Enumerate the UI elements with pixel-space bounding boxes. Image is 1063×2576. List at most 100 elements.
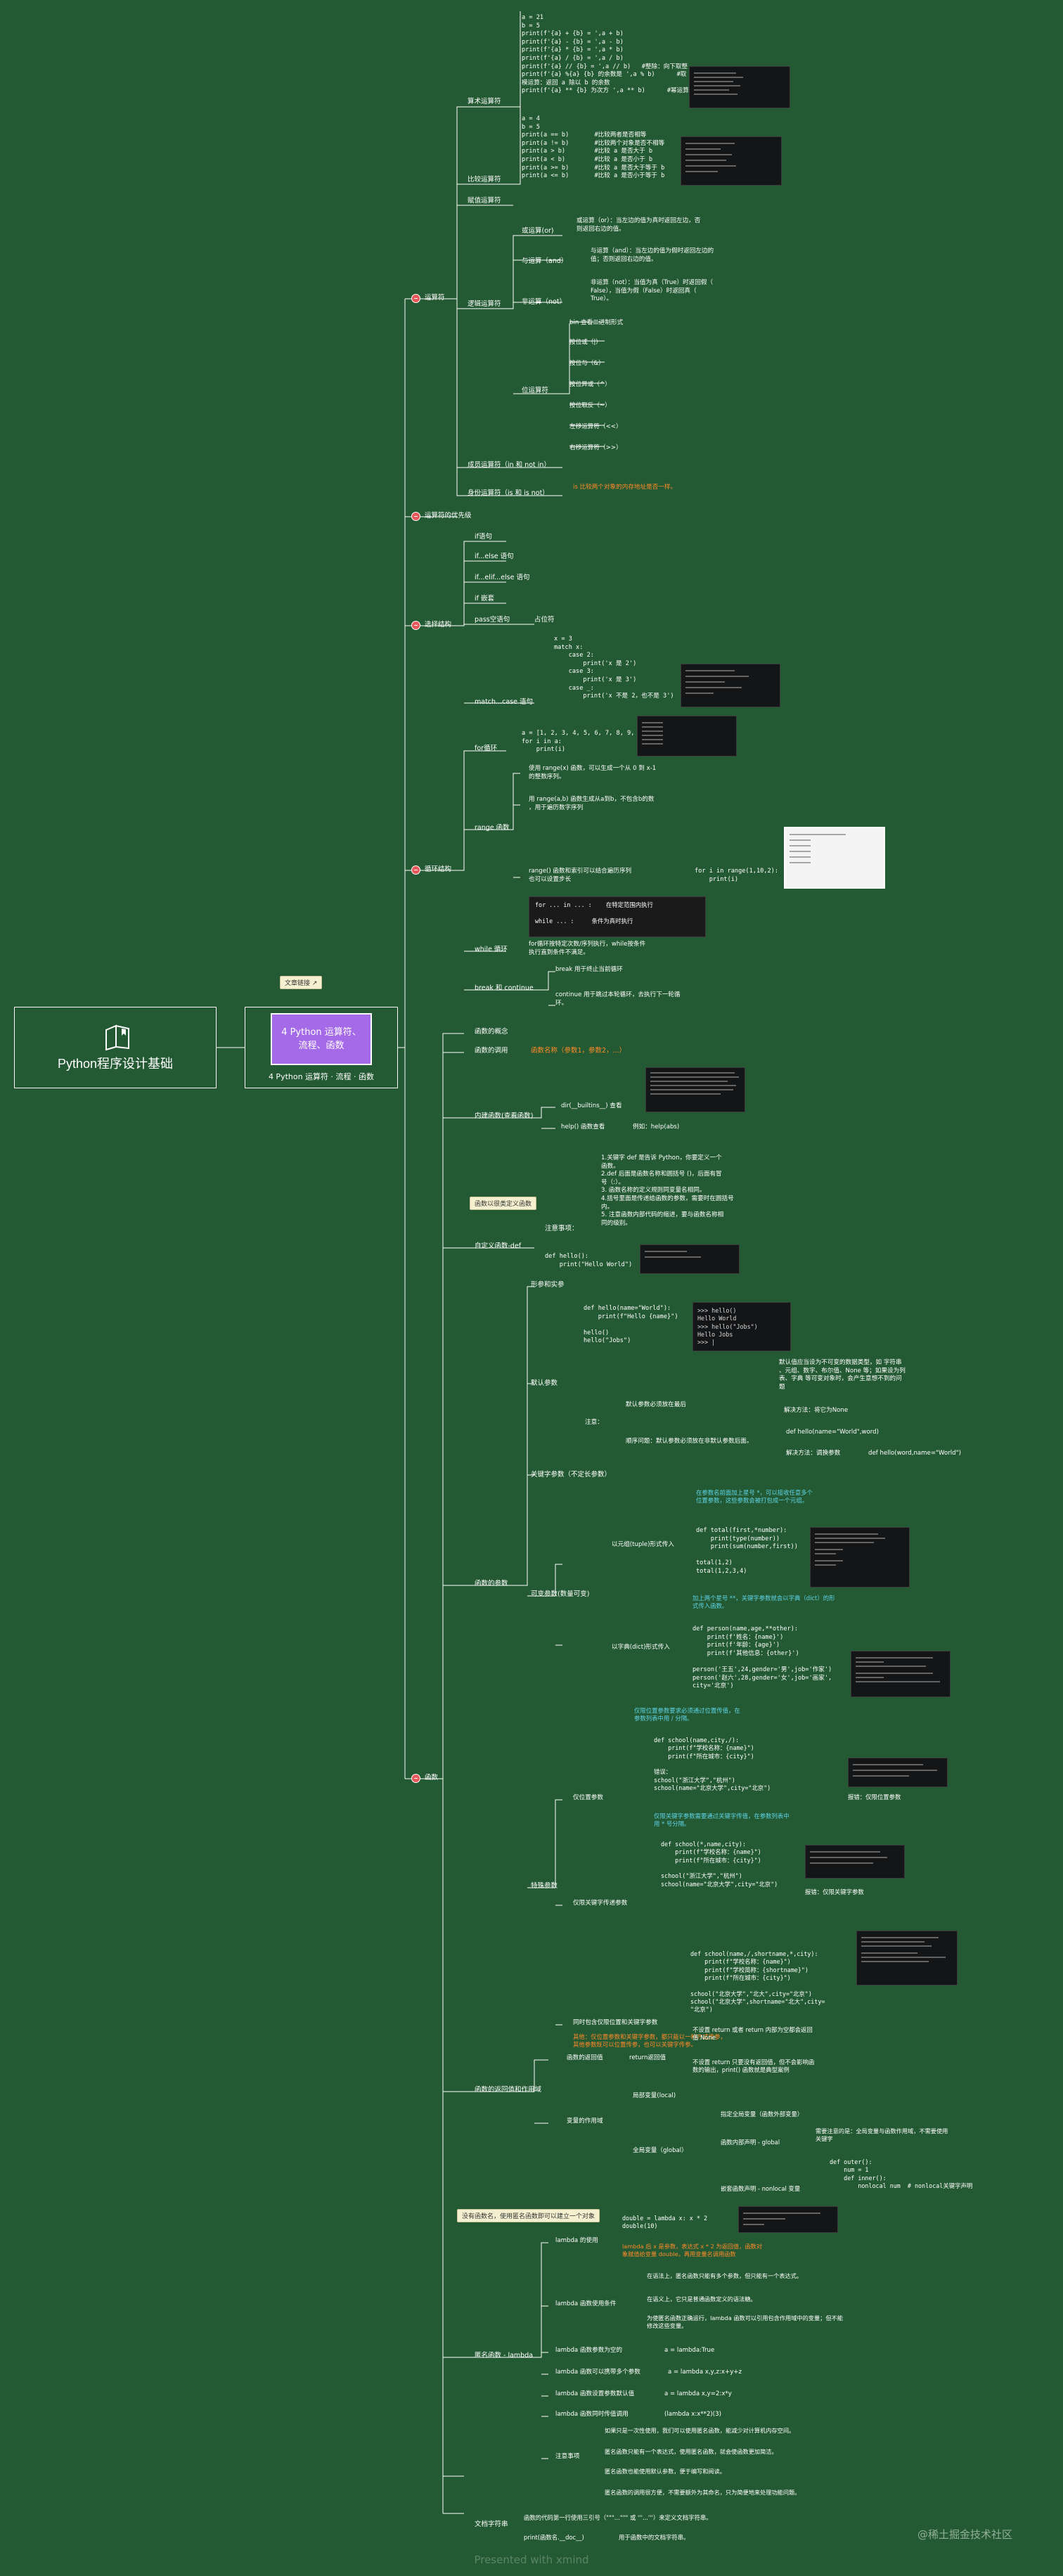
collapse-dot-icon[interactable] [411, 621, 420, 630]
dict-desc: 加上两个星号 **，关键字参数就会以字典（dict）的形 式传入函数。 [692, 1595, 835, 1610]
selection-if-nested[interactable]: if 嵌套 [475, 595, 495, 603]
presented-with-xmind: Presented with xmind [474, 2554, 589, 2566]
collapse-dot-icon[interactable] [411, 512, 420, 521]
hello-screenshot [640, 1244, 740, 1274]
lambda-cond-item: 在语法上，匿名函数只能有多个参数，但只能有一个表达式。 [647, 2272, 803, 2279]
bit-item: 按位异或（^） [569, 381, 611, 388]
arithmetic-operators[interactable]: 算术运算符 [468, 98, 501, 105]
article-link-tag[interactable]: 文章链接 ↗ [280, 976, 323, 989]
define-notes-label: 注意事项： [545, 1225, 579, 1232]
logical-operators[interactable]: 逻辑运算符 [468, 300, 501, 308]
mixed-params[interactable]: 同时包含仅限位置和关键字参数 [573, 2019, 658, 2026]
branch-loops[interactable]: 循环结构 [425, 865, 452, 873]
comparison-operators[interactable]: 比较运算符 [468, 176, 501, 183]
for-screenshot [637, 716, 737, 756]
func-params[interactable]: 函数的参数 [475, 1580, 508, 1588]
logical-or[interactable]: 或运算(or) [522, 227, 554, 235]
return-value[interactable]: 函数的返回值 [567, 2054, 603, 2061]
range-screenshot [784, 827, 885, 889]
lambda-direct[interactable]: lambda 函数同时传值调用 [555, 2411, 629, 2418]
loop-break-continue[interactable]: break 和 continue [475, 984, 534, 992]
logical-and[interactable]: 与运算（and） [522, 257, 568, 265]
define-note-tag: 函数以很类定义函数 [470, 1197, 537, 1210]
docstring-item: print(函数名.__doc__) [524, 2534, 584, 2541]
positional-only[interactable]: 仅位置参数 [573, 1794, 603, 1801]
func-anonymous[interactable]: 匿名函数 - lambda [475, 2352, 534, 2359]
selection-if[interactable]: if语句 [475, 533, 492, 541]
return-item: 不设置 return 只要没有返回值，但不会影响函 数的输出，print() 函… [692, 2059, 815, 2074]
collapse-dot-icon[interactable] [411, 865, 420, 875]
lambda-note-item: 如果只是一次性使用，我们可以使用匿名函数，能减少对计算机内存空间。 [605, 2427, 795, 2434]
variable-scope[interactable]: 变量的作用域 [567, 2118, 603, 2125]
lambda-code: double = lambda x: x * 2 double(10) [622, 2215, 708, 2230]
branch-functions[interactable]: 函数 [425, 1774, 439, 1782]
lambda-use[interactable]: lambda 的使用 [555, 2237, 598, 2244]
func-concept[interactable]: 函数的概念 [475, 1028, 508, 1036]
lambda-desc: lambda 后 x 是参数，表达式 x * 2 为返回值，函数对 象赋值给变量… [622, 2243, 762, 2258]
chapter-topic[interactable]: 4 Python 运算符、 流程、函数 4 Python 运算符 · 流程 · … [245, 1007, 398, 1088]
branch-operators[interactable]: 运算符 [425, 294, 445, 302]
while-compare-text: for ... in ... : 在特定范围内执行 while ... : 条件… [535, 901, 653, 925]
global-variable[interactable]: 全局变量（global） [633, 2147, 688, 2154]
loop-for[interactable]: for循环 [475, 745, 498, 752]
param-special[interactable]: 特殊参数 [531, 1882, 558, 1890]
loop-while[interactable]: while 循环 [475, 946, 508, 953]
range-item: range() 函数和索引可以结合遍历序列 也可以设置步长 [529, 868, 632, 883]
collapse-dot-icon[interactable] [411, 1774, 420, 1783]
membership-operators[interactable]: 成员运算符（in 和 not in） [468, 461, 550, 469]
logical-not[interactable]: 非运算（not） [522, 298, 567, 306]
positional-only-err: 报错：仅限位置参数 [848, 1793, 901, 1801]
lambda-notes[interactable]: 注意事项 [555, 2453, 580, 2460]
lambda-cond-item: 在语义上，它只是普通函数定义的语法糖。 [647, 2295, 756, 2303]
lambda-multi[interactable]: lambda 函数可以携带多个参数 [555, 2369, 640, 2376]
selection-match[interactable]: match...case 语句 [475, 698, 533, 706]
func-docstring[interactable]: 文档字符串 [475, 2520, 508, 2528]
while-compare-box: for ... in ... : 在特定范围内执行 while ... : 条件… [529, 896, 706, 937]
pass-desc: 占位符 [534, 616, 555, 624]
tuple-desc: 在参数名前面加上星号 *，可以接收任意多个 位置参数，这些参数会被打包成一个元组… [696, 1489, 813, 1505]
branch-precedence[interactable]: 运算符的优先级 [425, 512, 472, 520]
func-builtin[interactable]: 内建函数(查看函数) [475, 1112, 534, 1120]
keyword-only[interactable]: 仅限关键字传递参数 [573, 1900, 628, 1907]
tuple-screenshot [810, 1527, 910, 1588]
chapter-thumbnail: 4 Python 运算符、 流程、函数 [271, 1013, 372, 1065]
func-return-scope[interactable]: 函数的返回值和作用域 [475, 2086, 542, 2094]
lambda-noarg[interactable]: lambda 函数参数为空的 [555, 2347, 623, 2354]
identity-operators[interactable]: 身份运算符（is 和 is not） [468, 489, 549, 497]
positional-only-desc: 仅限位置参数要求必须通过位置传值，在 参数列表中用 / 分隔。 [634, 1707, 740, 1722]
default-output: >>> hello() Hello World >>> hello("Jobs"… [697, 1307, 758, 1346]
global-decl-desc: 需要注意的是：全局变量与函数作用域，不需要使用 关键字 [816, 2127, 948, 2143]
solution2: 解决方法：调换参数 [786, 1450, 841, 1457]
loop-range[interactable]: range 函数 [475, 824, 510, 832]
match-screenshot [681, 664, 780, 707]
param-default[interactable]: 默认参数 [531, 1379, 558, 1387]
identity-desc: is 比较两个对象的内存地址是否一样。 [573, 484, 677, 491]
docstring-desc: 用于函数中的文档字符串。 [619, 2534, 690, 2541]
selection-pass[interactable]: pass空语句 [475, 616, 510, 624]
param-variable[interactable]: 可变参数(数量可变) [531, 1590, 590, 1598]
root-topic[interactable]: Python程序设计基础 [14, 1007, 217, 1088]
define-note-text: 函数以很类定义函数 [475, 1201, 532, 1208]
lambda-cond[interactable]: lambda 函数使用条件 [555, 2300, 617, 2307]
break-desc: break 用于终止当前循环 [555, 966, 623, 973]
lambda-default[interactable]: lambda 函数设置参数默认值 [555, 2390, 635, 2397]
while-desc: for循环按特定次数/序列执行，while按条件 执行直到条件不满足。 [529, 941, 646, 956]
bitwise-operators[interactable]: 位运算符 [522, 387, 549, 394]
branch-selection[interactable]: 选择结构 [425, 621, 452, 629]
dict-form[interactable]: 以字典(dict)形式传入 [612, 1644, 670, 1651]
return-stmt[interactable]: return返回值 [629, 2054, 666, 2061]
dict-code: def person(name,age,**other): print(f'姓名… [692, 1625, 832, 1690]
selection-if-elif[interactable]: if...elif...else 语句 [475, 574, 530, 581]
param-kinds[interactable]: 形参和实参 [531, 1281, 565, 1289]
lambda-multi-code: a = lambda x,y,z:x+y+z [668, 2369, 742, 2376]
param-keyword[interactable]: 关键字参数（不定长参数） [531, 1471, 612, 1479]
tuple-form[interactable]: 以元组(tuple)形式传入 [612, 1541, 674, 1548]
assignment-operators[interactable]: 赋值运算符 [468, 197, 501, 205]
keyword-only-code: def school(*,name,city): print(f"学校名称：{n… [661, 1841, 778, 1888]
func-call[interactable]: 函数的调用 [475, 1047, 508, 1055]
selection-if-else[interactable]: if...else 语句 [475, 553, 514, 560]
local-variable[interactable]: 局部变量(local) [633, 2092, 676, 2099]
func-define[interactable]: 自定义函数-def [475, 1242, 522, 1250]
collapse-dot-icon[interactable] [411, 294, 420, 303]
range-item: 用 range(a,b) 函数生成从a到b，不包含b的数 ，用于遍历数字序列 [529, 796, 655, 811]
